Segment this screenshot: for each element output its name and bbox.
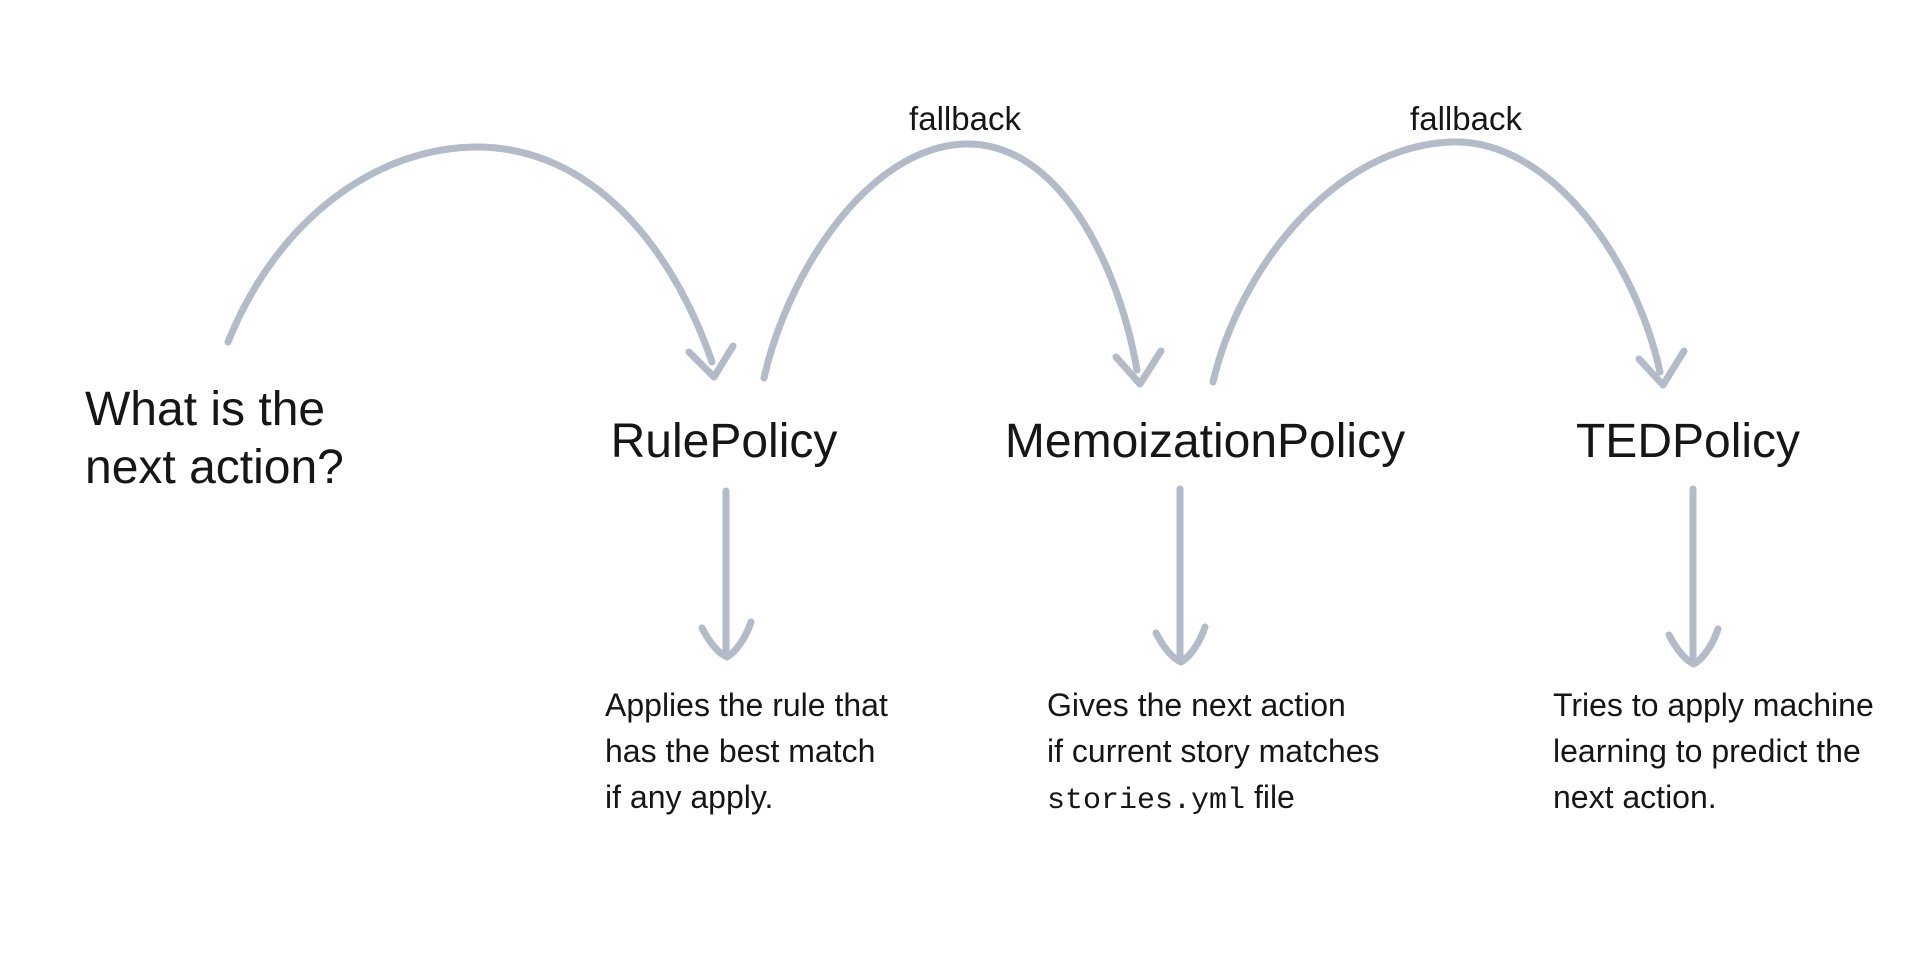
arrowhead-tedpolicy xyxy=(1635,347,1688,389)
stories-yml-code: stories.yml xyxy=(1047,784,1246,818)
desc-line: Tries to apply machine xyxy=(1553,687,1874,723)
policy-name-tedpolicy: TEDPolicy xyxy=(1575,415,1801,468)
memoizationpolicy-description: Gives the next action if current story m… xyxy=(1047,682,1380,824)
desc-line: if any apply. xyxy=(605,779,774,815)
policy-name-memoizationpolicy: MemoizationPolicy xyxy=(1004,415,1406,468)
curved-arrow-question-to-rulepolicy xyxy=(224,143,716,366)
desc-line: if current story matches xyxy=(1047,733,1380,769)
desc-line: next action. xyxy=(1553,779,1717,815)
desc-line: has the best match xyxy=(605,733,876,769)
desc-code-suffix: file xyxy=(1245,779,1295,815)
curved-arrow-rulepolicy-to-memoizationpolicy xyxy=(760,140,1141,382)
arrowhead-rulepolicy xyxy=(685,342,737,381)
question-text: What is the next action? xyxy=(85,381,344,497)
desc-line: stories.yml file xyxy=(1047,774,1380,824)
rulepolicy-description: Applies the rule that has the best match… xyxy=(605,682,888,820)
vertical-arrowhead-memoizationpolicy xyxy=(1152,623,1209,666)
arrowhead-memoizationpolicy xyxy=(1112,347,1165,388)
policy-name-rulepolicy: RulePolicy xyxy=(610,415,838,468)
fallback-label-2: fallback xyxy=(1410,100,1522,137)
tedpolicy-description: Tries to apply machine learning to predi… xyxy=(1553,682,1874,820)
desc-line: learning to predict the xyxy=(1553,733,1861,769)
question-line-2: next action? xyxy=(85,441,344,494)
curved-arrow-memoizationpolicy-to-tedpolicy xyxy=(1209,138,1664,386)
desc-line: Applies the rule that xyxy=(605,687,888,723)
fallback-label-1: fallback xyxy=(909,100,1021,137)
vertical-arrowhead-rulepolicy xyxy=(698,618,755,661)
question-line-1: What is the xyxy=(85,383,326,436)
vertical-arrowhead-tedpolicy xyxy=(1665,625,1722,668)
desc-line: Gives the next action xyxy=(1047,687,1346,723)
